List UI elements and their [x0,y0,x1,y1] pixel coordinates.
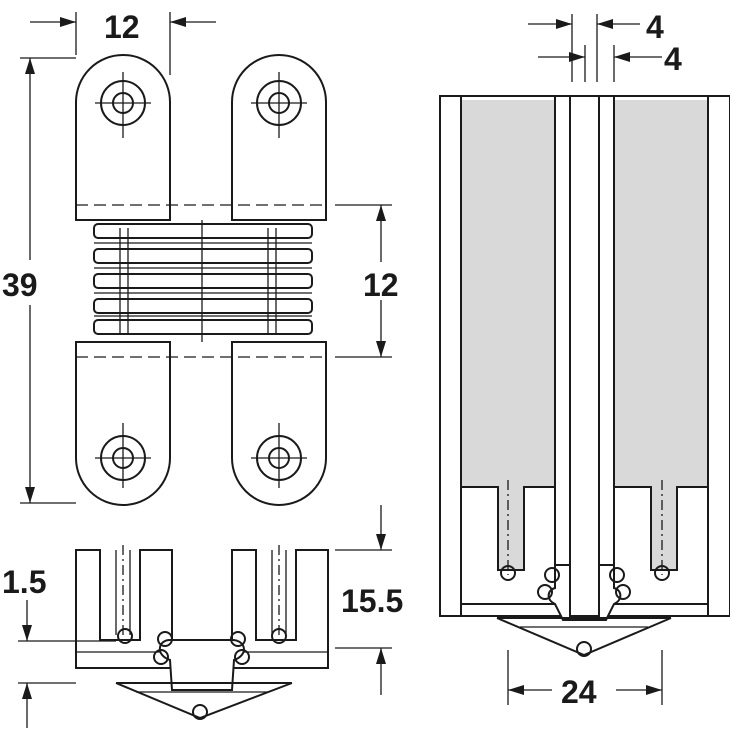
dimension-offset-top-label: 4 [646,9,664,45]
dimension-section-width-label: 24 [561,674,597,710]
screw-hole-bottom-left [95,423,151,488]
hinge-bottom-view: 1.5 15.5 [2,505,403,728]
dimension-offset-side-label: 4 [664,41,682,77]
knuckle-stack [93,220,313,342]
dimension-bottom-depth: 15.5 [335,505,403,695]
screw-hole-bottom-right [251,423,307,488]
hinge-front-view: 12 39 12 [2,9,399,506]
screw-hole-top-right [251,72,307,138]
hinge-section-view: 4 4 24 [439,9,730,710]
dimension-front-height-label: 39 [2,267,38,303]
dimension-knuckle-height-label: 12 [363,267,399,303]
dimension-knuckle-height: 12 [335,204,399,358]
dimension-bottom-offset-label: 1.5 [2,564,46,600]
dimension-offset-side: 4 [538,41,682,82]
dimension-section-width: 24 [507,650,663,710]
dimension-offset-top: 4 [528,9,664,82]
dimension-front-height: 39 [2,57,76,504]
dimension-front-width: 12 [30,9,216,75]
dimension-bottom-depth-label: 15.5 [341,583,403,619]
screw-hole-top-left [95,72,151,138]
dimension-front-width-label: 12 [104,9,140,45]
dimension-bottom-offset: 1.5 [2,564,116,728]
